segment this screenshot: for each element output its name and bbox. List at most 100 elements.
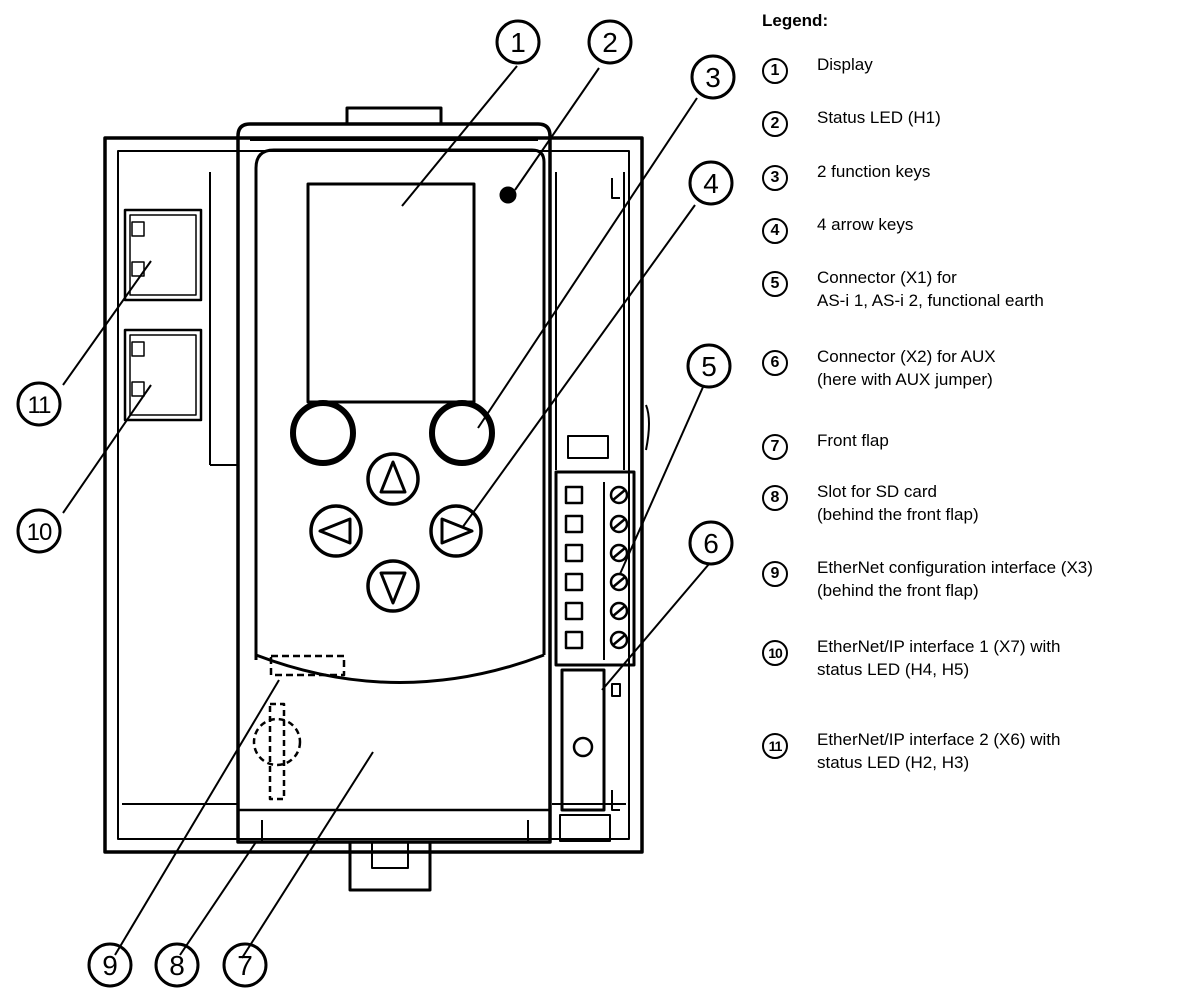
legend-number-4: 4 bbox=[762, 218, 788, 244]
arrow-key-right bbox=[429, 504, 483, 558]
terminal-screw-slot bbox=[612, 605, 626, 617]
svg-text:10: 10 bbox=[27, 519, 52, 546]
function-key-right bbox=[429, 400, 495, 466]
legend-number-10: 10 bbox=[762, 640, 788, 666]
callout-6: 6 bbox=[688, 520, 734, 566]
callout-11: 11 bbox=[16, 381, 62, 427]
legend-item-3: 3 2 function keys bbox=[762, 160, 930, 191]
svg-text:11: 11 bbox=[28, 392, 52, 419]
svg-text:8: 8 bbox=[169, 950, 185, 981]
legend-text-6b: (here with AUX jumper) bbox=[817, 370, 993, 389]
svg-text:5: 5 bbox=[701, 351, 717, 382]
callout-7: 7 bbox=[222, 942, 268, 988]
terminal-screw bbox=[609, 514, 629, 534]
svg-text:7: 7 bbox=[237, 950, 253, 981]
callout-2: 2 bbox=[587, 19, 633, 65]
legend-number-3: 3 bbox=[762, 165, 788, 191]
arrow-key-up bbox=[366, 452, 420, 506]
legend-item-2: 2 Status LED (H1) bbox=[762, 106, 941, 137]
legend-item-8: 8 Slot for SD card (behind the front fla… bbox=[762, 480, 979, 526]
terminal-screw-slot bbox=[612, 518, 626, 530]
svg-text:9: 9 bbox=[102, 950, 118, 981]
callout-8: 8 bbox=[154, 942, 200, 988]
terminal-screw bbox=[609, 485, 629, 505]
sd-card-slot-hidden bbox=[252, 702, 302, 801]
connector-x2-aux bbox=[560, 668, 621, 812]
terminal-clamp bbox=[564, 514, 584, 534]
legend-number-7: 7 bbox=[762, 434, 788, 460]
legend-number-5: 5 bbox=[762, 271, 788, 297]
callout-3: 3 bbox=[690, 54, 736, 100]
terminal-clamp bbox=[564, 485, 584, 505]
function-key-left bbox=[290, 400, 356, 466]
terminal-screw-slot bbox=[612, 576, 626, 588]
legend-number-9: 9 bbox=[762, 561, 788, 587]
svg-text:3: 3 bbox=[705, 62, 721, 93]
callout-9: 9 bbox=[87, 942, 133, 988]
legend-item-10: 10 EtherNet/IP interface 1 (X7) with sta… bbox=[762, 635, 1060, 681]
legend-item-11: 11 EtherNet/IP interface 2 (X6) with sta… bbox=[762, 728, 1060, 774]
svg-text:1: 1 bbox=[510, 27, 526, 58]
ethernet-ip-port-x7 bbox=[123, 328, 203, 422]
legend-text-6a: Connector (X2) for AUX bbox=[817, 347, 996, 366]
svg-text:2: 2 bbox=[602, 27, 618, 58]
display-screen bbox=[306, 182, 476, 404]
terminal-screw-slot bbox=[612, 634, 626, 646]
svg-text:6: 6 bbox=[703, 528, 719, 559]
terminal-screw bbox=[609, 630, 629, 650]
legend-text-2: Status LED (H1) bbox=[817, 108, 941, 127]
legend-text-11b: status LED (H2, H3) bbox=[817, 753, 970, 772]
legend-text-1: Display bbox=[817, 55, 873, 74]
status-led-h1 bbox=[499, 186, 517, 204]
terminal-screw bbox=[609, 572, 629, 592]
mounting-frame bbox=[103, 136, 650, 854]
callout-circles: 1 2 3 4 5 6 7 8 9 10 11 bbox=[16, 19, 736, 988]
arrow-key-left bbox=[309, 504, 363, 558]
legend-text-10b: status LED (H4, H5) bbox=[817, 660, 970, 679]
legend-number-6: 6 bbox=[762, 350, 788, 376]
terminal-clamp bbox=[564, 601, 584, 621]
callout-5: 5 bbox=[686, 343, 732, 389]
arrow-key-down bbox=[366, 559, 420, 613]
legend-number-11: 11 bbox=[762, 733, 788, 759]
svg-text:4: 4 bbox=[703, 168, 719, 199]
terminal-screw bbox=[609, 601, 629, 621]
ethernet-config-interface-hidden bbox=[269, 654, 346, 677]
legend-item-4: 4 4 arrow keys bbox=[762, 213, 913, 244]
terminal-screw bbox=[609, 543, 629, 563]
legend-text-5b: AS-i 1, AS-i 2, functional earth bbox=[817, 291, 1044, 310]
legend-text-5a: Connector (X1) for bbox=[817, 268, 957, 287]
callout-1: 1 bbox=[495, 19, 541, 65]
terminal-clamp bbox=[564, 630, 584, 650]
terminal-clamp bbox=[564, 543, 584, 563]
legend-item-5: 5 Connector (X1) for AS-i 1, AS-i 2, fun… bbox=[762, 266, 1044, 312]
legend-text-4: 4 arrow keys bbox=[817, 215, 914, 234]
device-housing bbox=[236, 106, 552, 892]
legend-text-11a: EtherNet/IP interface 2 (X6) with bbox=[817, 730, 1061, 749]
legend-number-1: 1 bbox=[762, 58, 788, 84]
legend-item-1: 1 Display bbox=[762, 53, 873, 84]
connector-x1 bbox=[554, 470, 636, 667]
legend-text-3: 2 function keys bbox=[817, 162, 931, 181]
terminal-clamp bbox=[564, 572, 584, 592]
front-panel bbox=[254, 148, 546, 684]
legend-text-7: Front flap bbox=[817, 431, 889, 450]
legend-item-9: 9 EtherNet configuration interface (X3) … bbox=[762, 556, 1093, 602]
callout-4: 4 bbox=[688, 160, 734, 206]
legend-item-7: 7 Front flap bbox=[762, 429, 889, 460]
terminal-screw-slot bbox=[612, 489, 626, 501]
legend-number-2: 2 bbox=[762, 111, 788, 137]
terminal-screw-slot bbox=[612, 547, 626, 559]
ethernet-ip-port-x6 bbox=[123, 208, 203, 302]
legend-text-8b: (behind the front flap) bbox=[817, 505, 979, 524]
legend-number-8: 8 bbox=[762, 485, 788, 511]
legend-text-8a: Slot for SD card bbox=[817, 482, 937, 501]
callout-10: 10 bbox=[16, 508, 62, 554]
legend-text-9a: EtherNet configuration interface (X3) bbox=[817, 558, 1093, 577]
legend-text-10a: EtherNet/IP interface 1 (X7) with bbox=[817, 637, 1061, 656]
legend-text-9b: (behind the front flap) bbox=[817, 581, 979, 600]
legend-item-6: 6 Connector (X2) for AUX (here with AUX … bbox=[762, 345, 996, 391]
legend-title: Legend: bbox=[762, 11, 829, 30]
callout-leader-lines bbox=[62, 65, 710, 959]
